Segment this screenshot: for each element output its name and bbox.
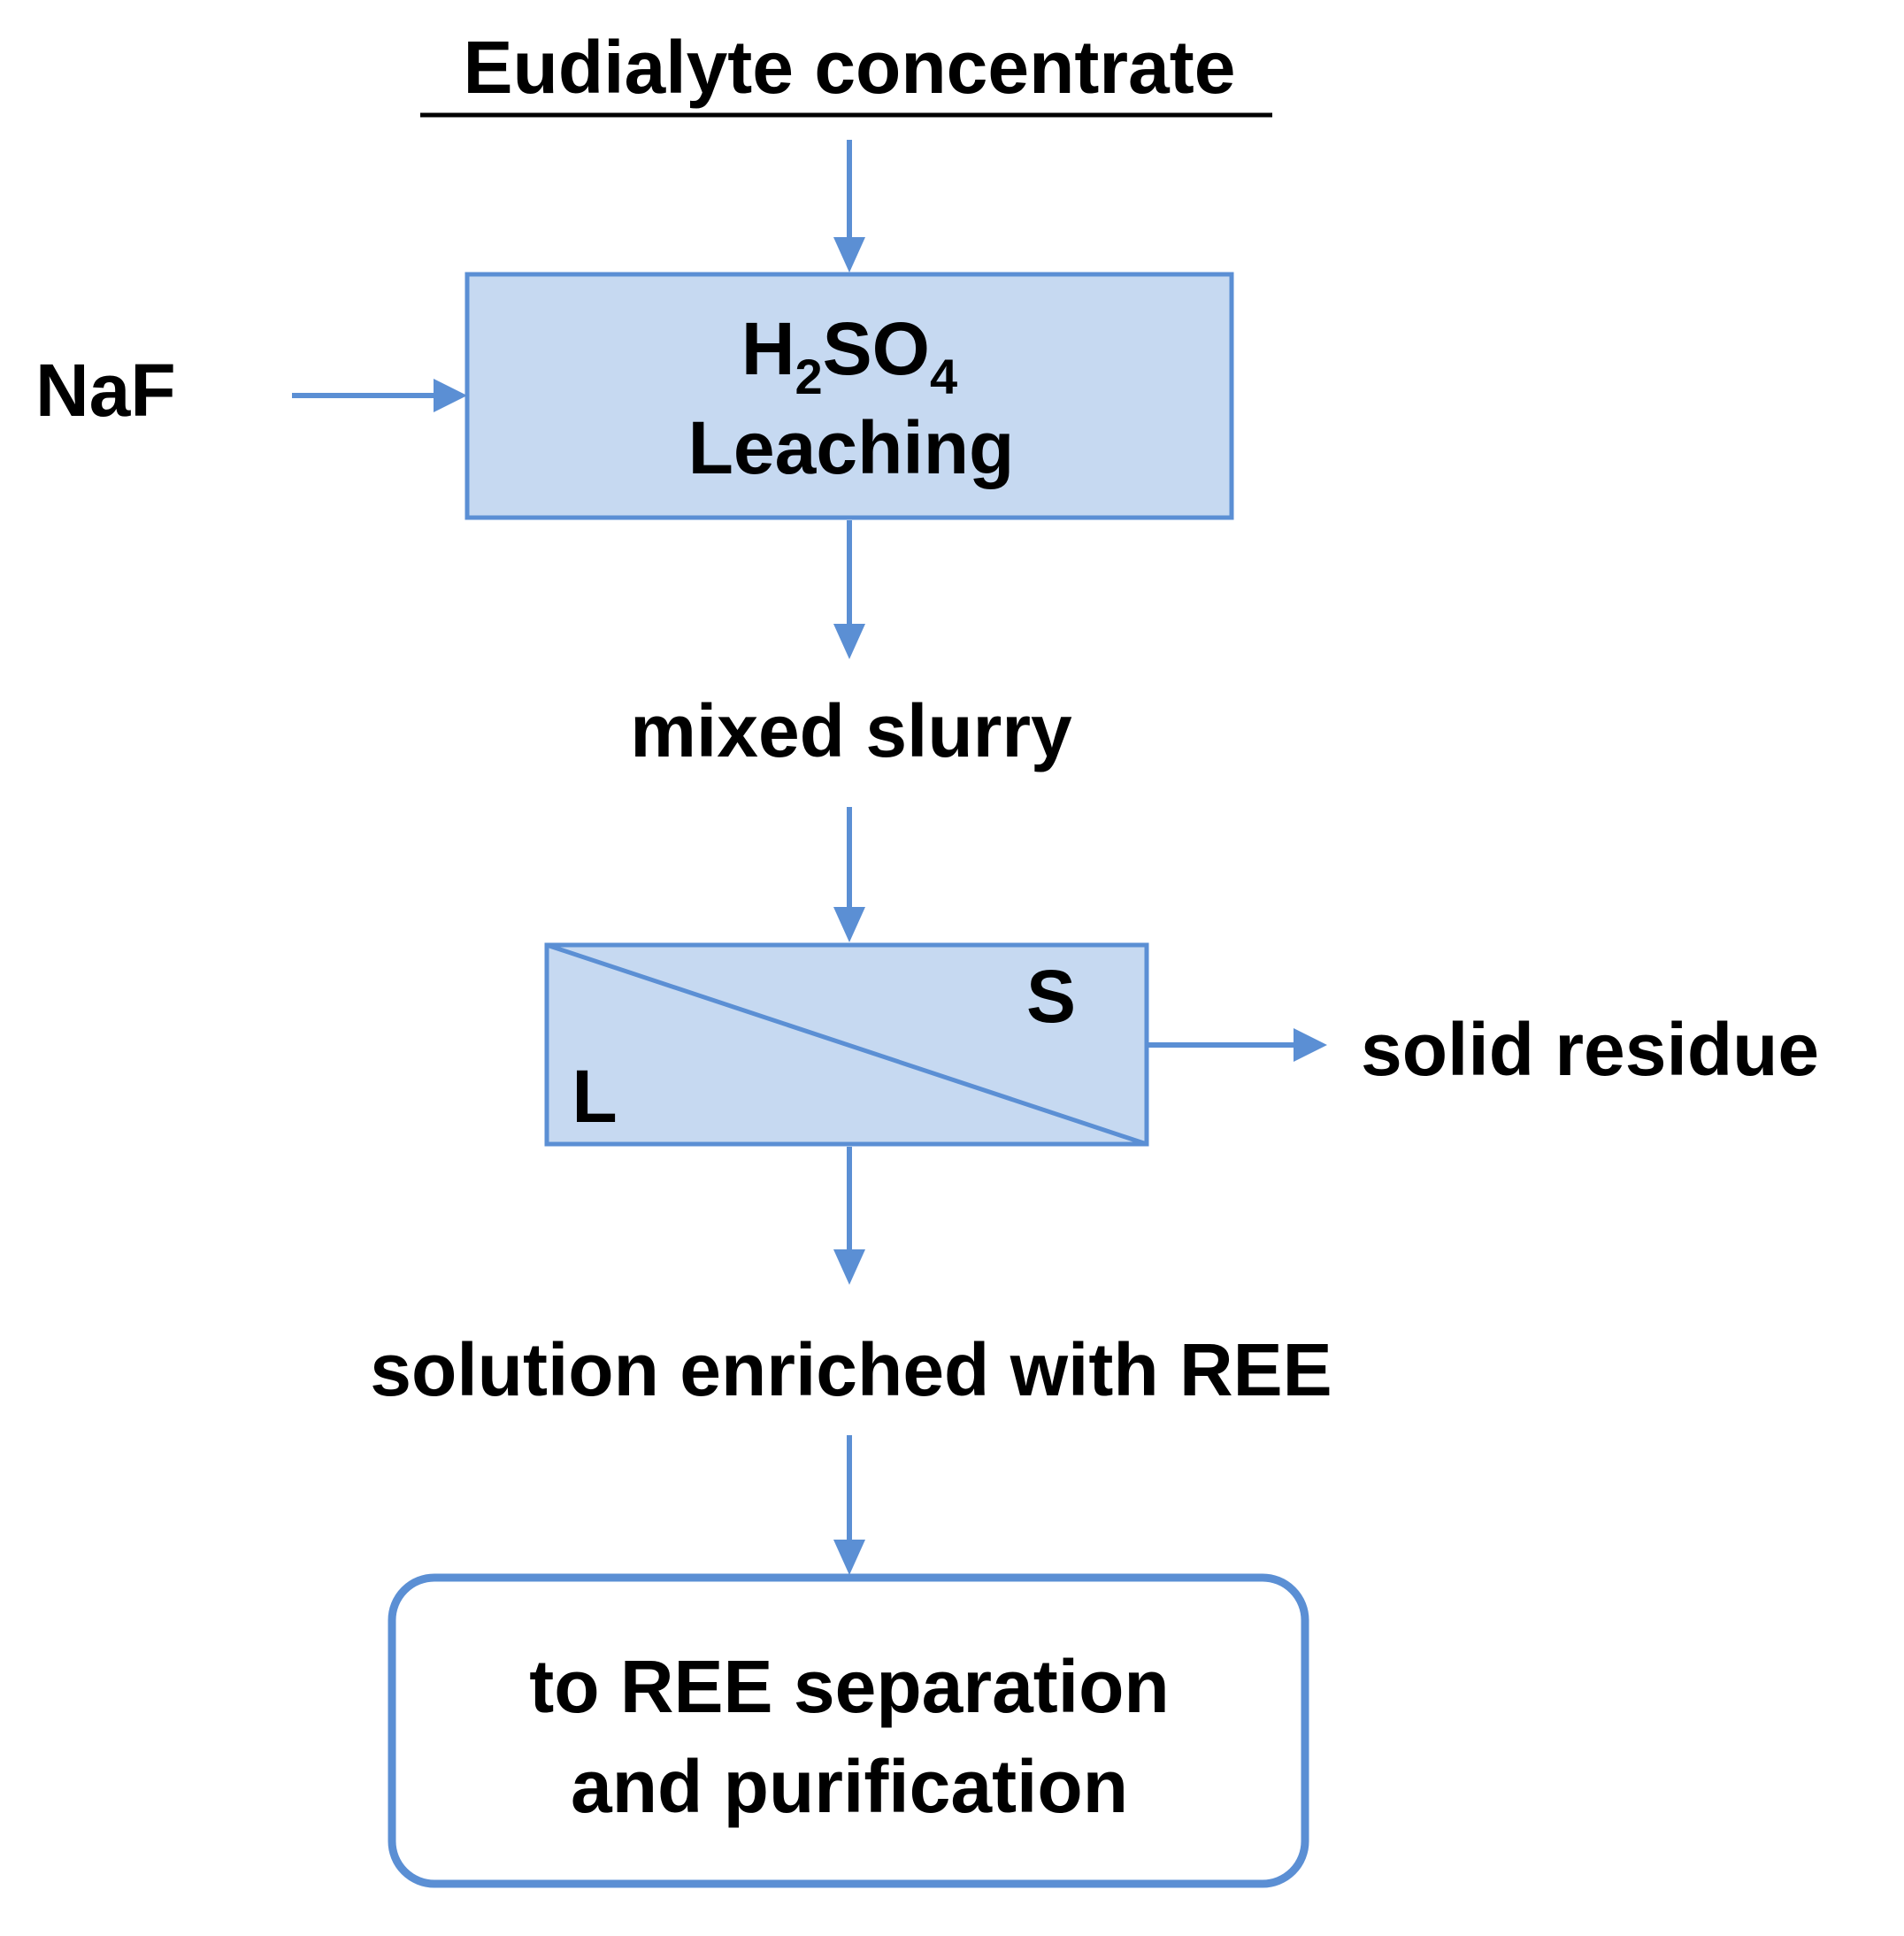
- solid-liquid-separator: [544, 942, 1149, 1147]
- arrow-naf-to-leaching: [292, 379, 467, 412]
- solution-enriched-label: solution enriched with REE: [370, 1328, 1332, 1411]
- arrow-separator-to-solution: [833, 1147, 865, 1285]
- separator-liquid-label: L: [572, 1055, 617, 1138]
- formula-sub-2: 2: [795, 349, 822, 404]
- arrow-slurry-to-separator: [833, 807, 865, 942]
- solid-residue-label: solid residue: [1361, 1008, 1819, 1091]
- final-box-line2: and purification: [571, 1745, 1128, 1828]
- leaching-formula: H2SO4: [741, 307, 957, 404]
- formula-so: SO: [823, 307, 930, 390]
- formula-sub-4: 4: [930, 349, 957, 404]
- arrow-to-solid-residue: [1148, 1028, 1327, 1062]
- leaching-process-label: Leaching: [688, 406, 1015, 489]
- final-box-line1: to REE separation: [529, 1645, 1169, 1728]
- arrow-solution-to-final: [833, 1435, 865, 1575]
- separator-solid-label: S: [1026, 955, 1076, 1038]
- final-destination-box: [388, 1573, 1309, 1888]
- arrow-title-to-leaching: [833, 140, 865, 273]
- title-label: Eudialyte concentrate: [464, 26, 1236, 109]
- formula-h: H: [741, 307, 795, 390]
- arrow-leaching-to-slurry: [833, 520, 865, 659]
- naf-label: NaF: [35, 349, 176, 432]
- mixed-slurry-label: mixed slurry: [630, 689, 1072, 772]
- leaching-box: [464, 272, 1234, 520]
